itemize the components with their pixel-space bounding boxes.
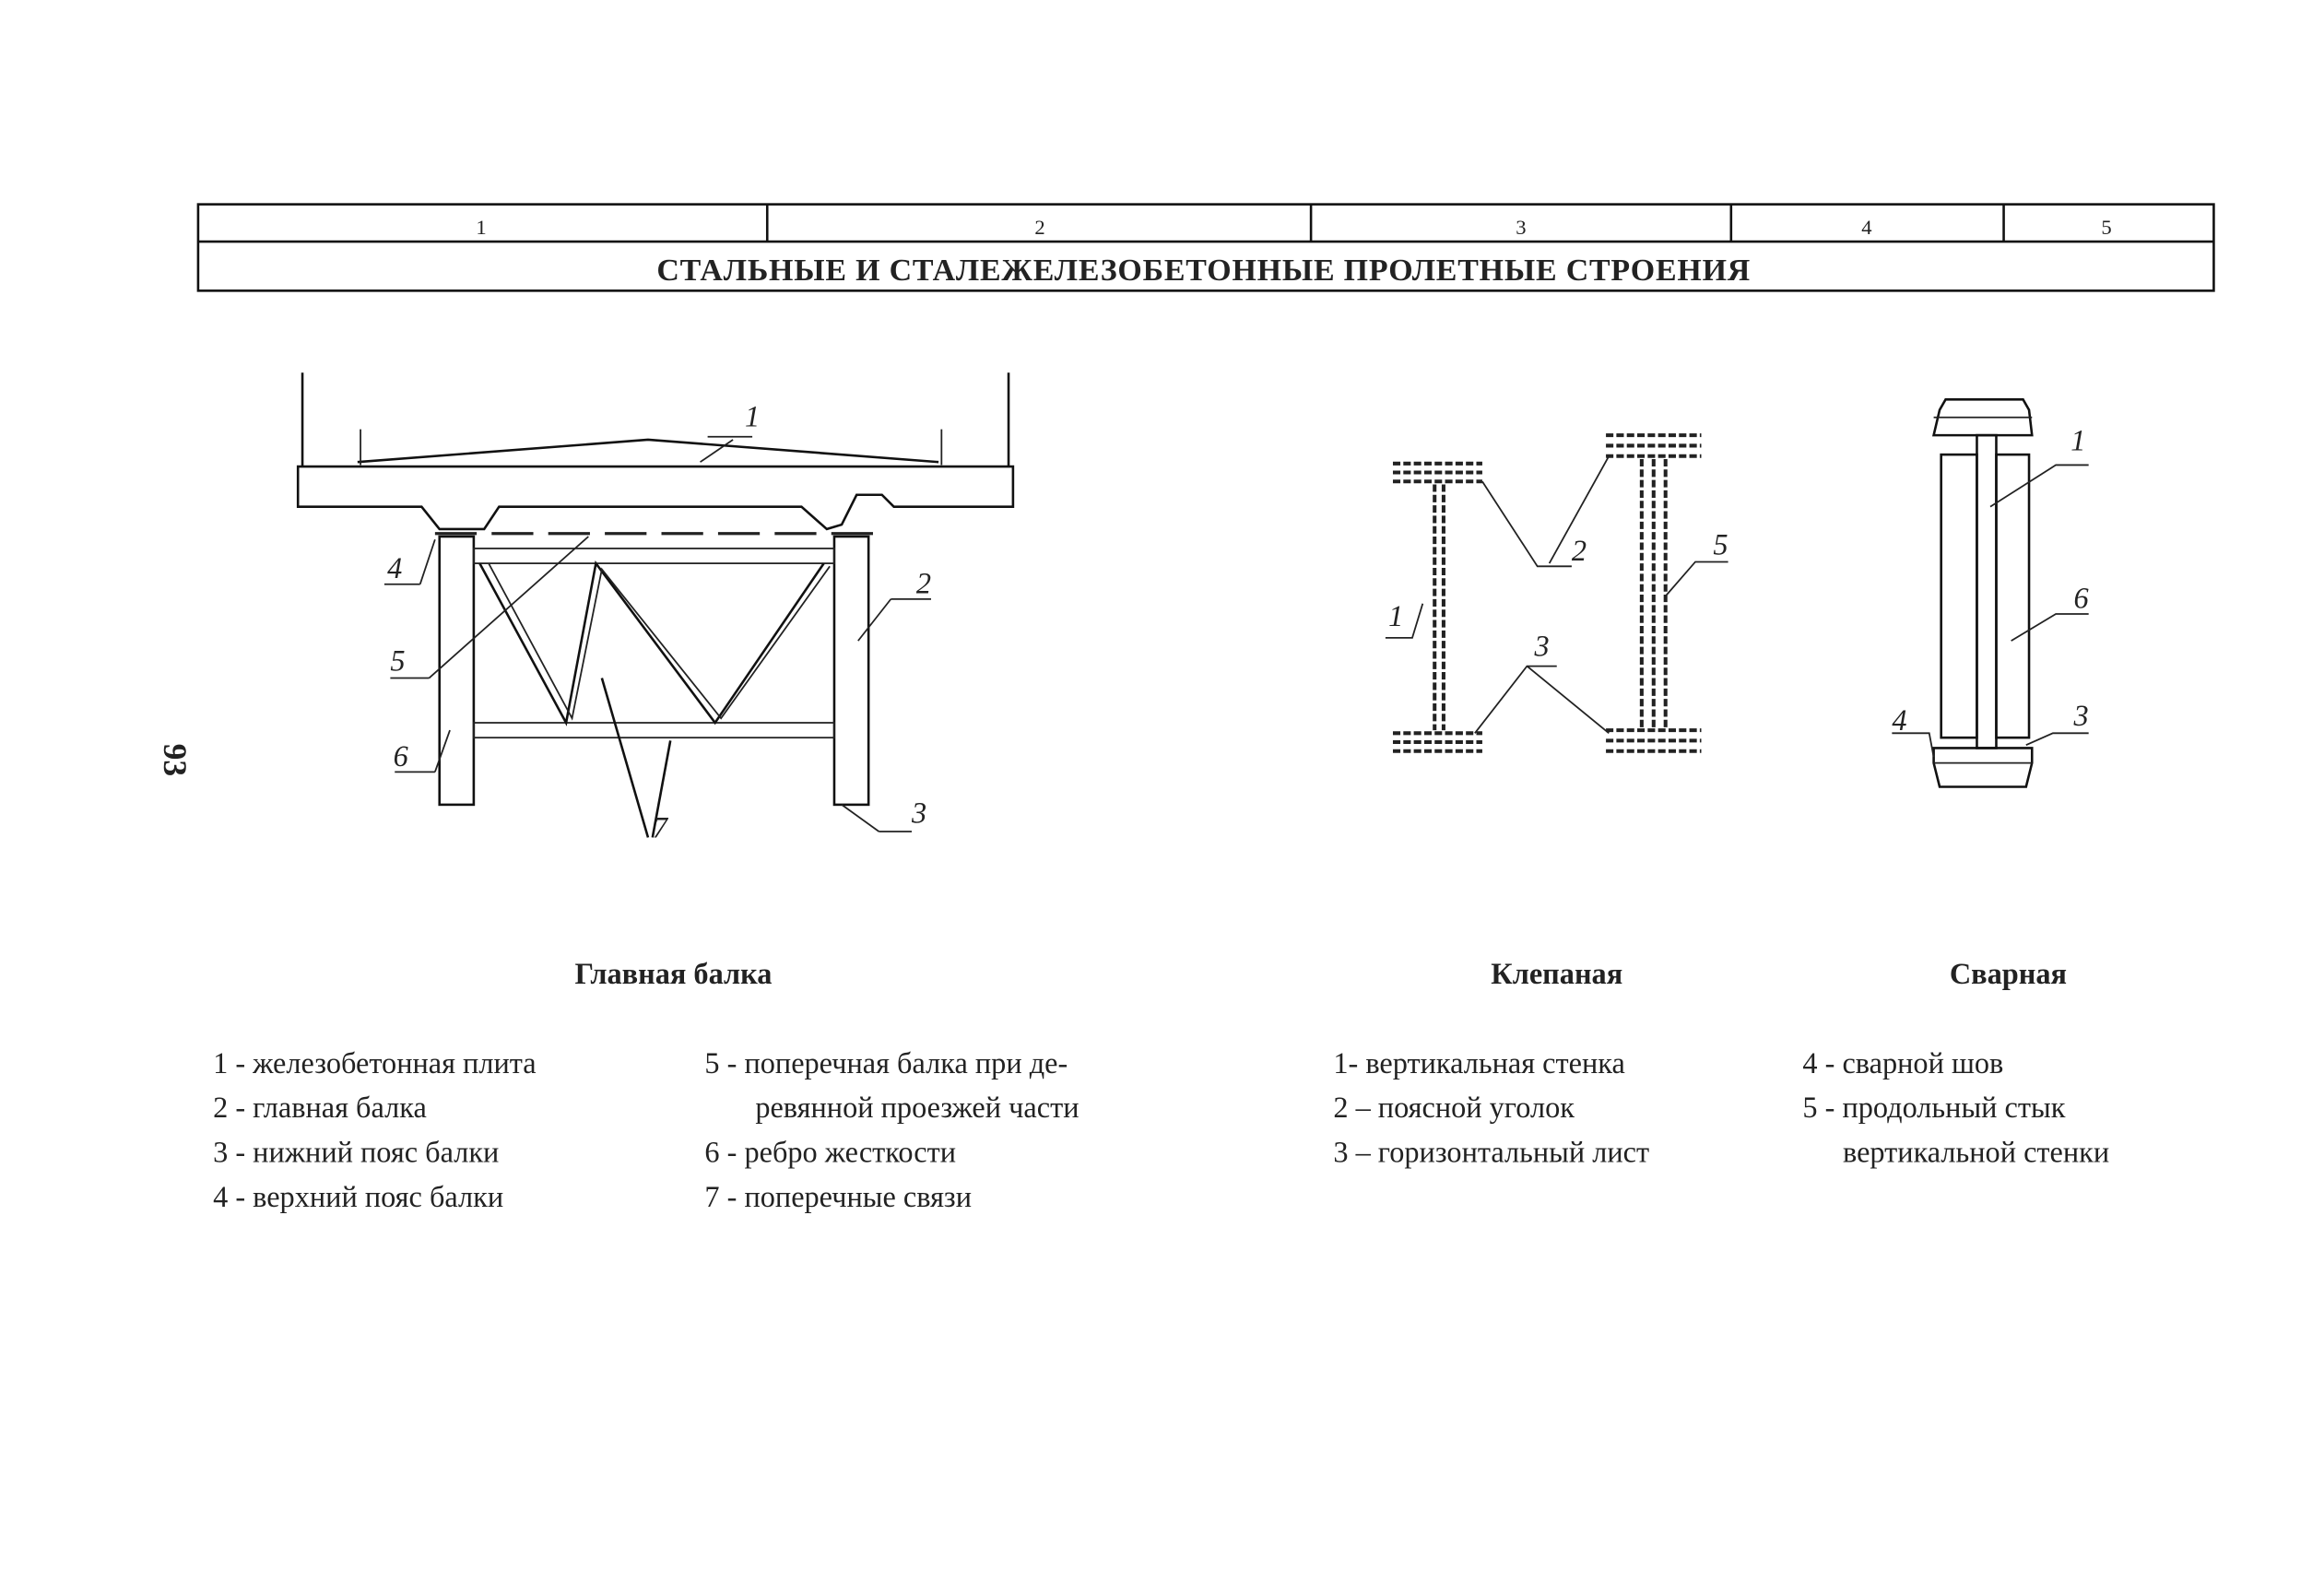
section-title: СТАЛЬНЫЕ И СТАЛЕЖЕЛЕЗОБЕТОННЫЕ ПРОЛЕТНЫЕ… [656, 254, 1751, 288]
callout-5: 5 [1713, 527, 1728, 560]
column-number: 2 [1034, 216, 1044, 239]
legend-main-beam: 1 - железобетонная плита 2 - главная бал… [213, 1046, 1079, 1213]
callout-6: 6 [2074, 582, 2089, 615]
callout-3: 3 [911, 796, 926, 829]
legend-item: 5 - продольный стык [1802, 1091, 2065, 1124]
callout-4: 4 [387, 551, 402, 584]
page-number: 93 [157, 744, 194, 777]
caption-riveted: Клепаная [1491, 957, 1622, 990]
legend-item: ревянной проезжей части [755, 1091, 1079, 1124]
callout-7: 7 [653, 810, 669, 844]
callout-2: 2 [916, 566, 931, 599]
callout-4: 4 [1892, 703, 1906, 737]
legend-item: 4 - сварной шов [1802, 1046, 2003, 1080]
legend-item: 1 - железобетонная плита [213, 1046, 537, 1080]
legend-item: 2 – поясной уголок [1333, 1091, 1575, 1124]
legend-item: 4 - верхний пояс балки [213, 1180, 503, 1213]
callout-2: 2 [1572, 534, 1587, 567]
legend-item: 5 - поперечная балка при де- [704, 1046, 1068, 1080]
caption-welded: Сварная [1950, 957, 2067, 990]
caption-main-beam: Главная балка [574, 957, 772, 990]
callout-6: 6 [394, 739, 408, 773]
column-number: 5 [2101, 216, 2111, 239]
riveted-section-drawing: 1 2 3 5 [1385, 433, 1728, 753]
callout-1: 1 [2070, 423, 2085, 456]
welded-section-drawing: 1 6 4 3 [1892, 398, 2089, 788]
legend-welded: 4 - сварной шов 5 - продольный стык верт… [1802, 1046, 2109, 1169]
legend-item: вертикальной стенки [1843, 1136, 2109, 1169]
legend-item: 3 - нижний пояс балки [213, 1136, 499, 1169]
column-number: 4 [1861, 216, 1871, 239]
legend-item: 2 - главная балка [213, 1091, 427, 1124]
legend-riveted: 1- вертикальная стенка 2 – поясной уголо… [1333, 1046, 1649, 1169]
main-beam-drawing: 1 2 3 4 5 6 7 [296, 372, 1015, 844]
column-number: 3 [1516, 216, 1526, 239]
callout-1: 1 [1388, 599, 1403, 632]
legend-item: 6 - ребро жесткости [704, 1136, 956, 1169]
callout-3: 3 [2073, 699, 2089, 732]
header-table: 1 2 3 4 5 СТАЛЬНЫЕ И СТАЛЕЖЕЛЕЗОБЕТОННЫЕ… [196, 203, 2215, 292]
callout-5: 5 [390, 643, 405, 677]
legend-item: 3 – горизонтальный лист [1333, 1136, 1649, 1169]
legend-item: 7 - поперечные связи [704, 1180, 972, 1213]
callout-3: 3 [1534, 629, 1550, 662]
callout-1: 1 [745, 399, 760, 432]
legend-item: 1- вертикальная стенка [1333, 1046, 1624, 1080]
column-number: 1 [476, 216, 486, 239]
